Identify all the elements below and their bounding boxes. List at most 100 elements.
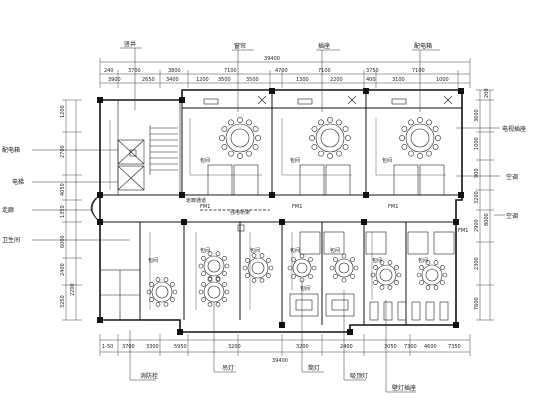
- right-dim: 1000: [474, 137, 480, 150]
- callout-bottom: 筒灯: [308, 364, 320, 372]
- chair: [170, 297, 175, 302]
- chair: [419, 280, 424, 285]
- callouts: 竖井 窗帘 插座 配电箱 电视插座 空调 空调 配电箱 电梯 走廊 卫生间 消防…: [2, 40, 526, 393]
- callout-left: 卫生间: [2, 236, 20, 244]
- right-dim: 8000: [484, 213, 490, 226]
- chair: [259, 278, 265, 283]
- top-dim-seg: 7100: [224, 68, 237, 74]
- chair: [246, 119, 252, 126]
- panel-icon: [129, 149, 137, 157]
- chair: [215, 276, 221, 281]
- left-dim: 3250: [60, 295, 66, 308]
- room-label: 包间: [148, 257, 158, 264]
- top-dim-sub: 3500: [218, 77, 231, 83]
- top-dim-sub: 1200: [196, 77, 209, 83]
- chair: [442, 272, 448, 278]
- round-table: [225, 123, 255, 153]
- right-dimension-chain: 200 3600 1000 900 3200 2900 8000 2300 76…: [474, 88, 494, 321]
- ceiling-fixtures: [129, 95, 453, 232]
- chair: [228, 150, 234, 157]
- left-dim: 4050: [60, 183, 66, 196]
- chair: [311, 265, 317, 271]
- chair: [201, 282, 206, 287]
- top-dim-seg: 3700: [128, 68, 141, 74]
- chair: [222, 256, 227, 261]
- chair: [387, 285, 393, 290]
- callout-top: 插座: [318, 42, 330, 50]
- right-dim: 2900: [474, 219, 480, 232]
- top-dim-seg: 3750: [366, 68, 379, 74]
- chair: [215, 277, 221, 282]
- chair: [419, 265, 424, 270]
- chair: [341, 253, 347, 259]
- chair: [155, 302, 161, 307]
- door-label: FM1: [458, 228, 468, 234]
- chair: [287, 265, 293, 271]
- room-label: 包间: [330, 247, 340, 254]
- chair: [432, 144, 439, 150]
- chair: [224, 289, 230, 295]
- chair: [373, 280, 378, 285]
- top-total-dim: 39400: [264, 56, 280, 62]
- chair: [207, 251, 213, 256]
- bottom-dim: 3050: [384, 344, 397, 350]
- top-dim-sub: 400: [366, 77, 376, 83]
- chair: [417, 117, 423, 123]
- room-label: 包间: [418, 257, 428, 264]
- chair: [221, 144, 228, 150]
- chair: [387, 260, 393, 265]
- room-label: 包间: [250, 247, 260, 254]
- room-label: 包间: [290, 247, 300, 254]
- left-dim: 1200: [60, 105, 66, 118]
- bottom-dim: 3200: [228, 344, 241, 350]
- round-table: [203, 281, 225, 303]
- chair: [163, 277, 169, 282]
- chair: [327, 153, 333, 159]
- chair: [268, 265, 274, 271]
- chair: [259, 253, 265, 258]
- chair: [198, 289, 204, 295]
- top-dim-sub: 3500: [246, 77, 259, 83]
- chair: [299, 253, 305, 259]
- chair: [433, 285, 439, 290]
- chair: [246, 150, 252, 157]
- left-dim: 1350: [60, 205, 66, 218]
- chair: [401, 144, 408, 150]
- round-table: [375, 264, 397, 286]
- chair: [329, 265, 335, 271]
- room-labels: 走廊通道 强电桥架 FM1 FM1 FM1 FM1 包间 包间 包间 包间 包间…: [148, 157, 468, 292]
- chair: [399, 135, 405, 141]
- chair: [333, 274, 338, 279]
- chair: [440, 265, 445, 270]
- chair: [379, 260, 385, 265]
- room-label: 包间: [300, 285, 310, 292]
- callout-right: 空调: [506, 212, 518, 220]
- chair: [333, 257, 338, 262]
- callout-top: 窗帘: [234, 42, 246, 50]
- chair: [242, 265, 248, 271]
- chair: [252, 144, 259, 150]
- chair: [266, 273, 271, 278]
- ceiling-fan-icon: [347, 95, 357, 105]
- chair: [425, 285, 431, 290]
- bottom-dim: 3200: [296, 344, 309, 350]
- callout-right: 空调: [506, 173, 518, 181]
- chair: [228, 119, 234, 126]
- chair: [401, 126, 408, 132]
- chair: [207, 276, 213, 281]
- top-dim-seg: 240: [104, 68, 114, 74]
- wiring-runs: [109, 118, 446, 310]
- chair: [198, 263, 204, 269]
- chair: [163, 302, 169, 307]
- cable-tray-label: 强电桥架: [230, 209, 250, 216]
- right-dim: 2300: [474, 257, 480, 270]
- building-walls: [90, 89, 463, 333]
- left-dim: 6000: [60, 235, 66, 248]
- left-dim: 2700: [60, 145, 66, 158]
- bottom-dim-right: 7350: [448, 344, 461, 350]
- callout-top: 配电箱: [414, 42, 432, 50]
- chair: [201, 271, 206, 276]
- chair: [251, 278, 257, 283]
- chair: [237, 153, 243, 159]
- chair: [318, 119, 324, 126]
